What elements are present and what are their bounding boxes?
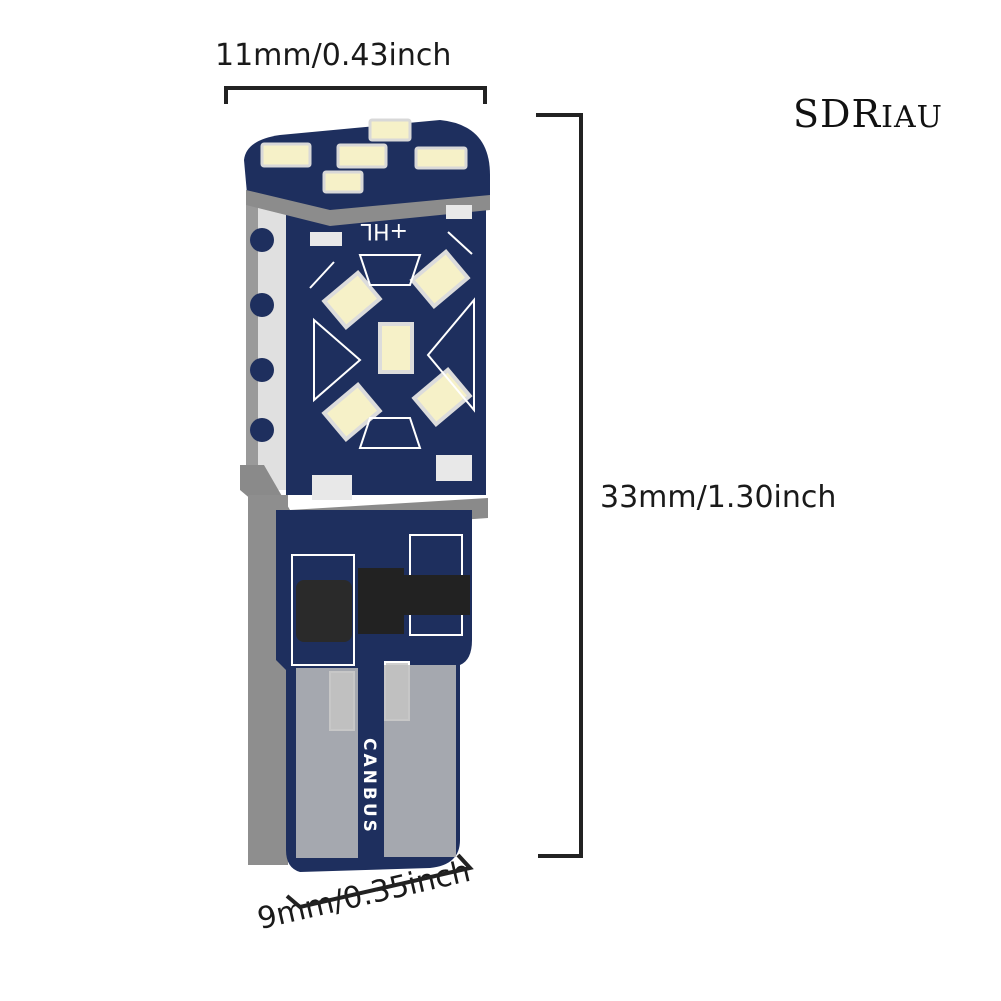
bottom-dimension-bracket <box>285 853 474 910</box>
canbus-label: CANBUS <box>359 738 379 835</box>
brand-logo: SDRIAU <box>793 92 943 136</box>
lower-body: CANBUS <box>248 495 472 872</box>
height-label: 33mm/1.30inch <box>600 480 837 515</box>
height-dimension-bracket <box>536 113 583 858</box>
top-dimension-bracket <box>224 86 487 104</box>
width-top-label: 11mm/0.43inch <box>215 38 452 73</box>
upper-body: +HL <box>244 118 490 500</box>
pcb-marking: +HL <box>360 218 408 243</box>
